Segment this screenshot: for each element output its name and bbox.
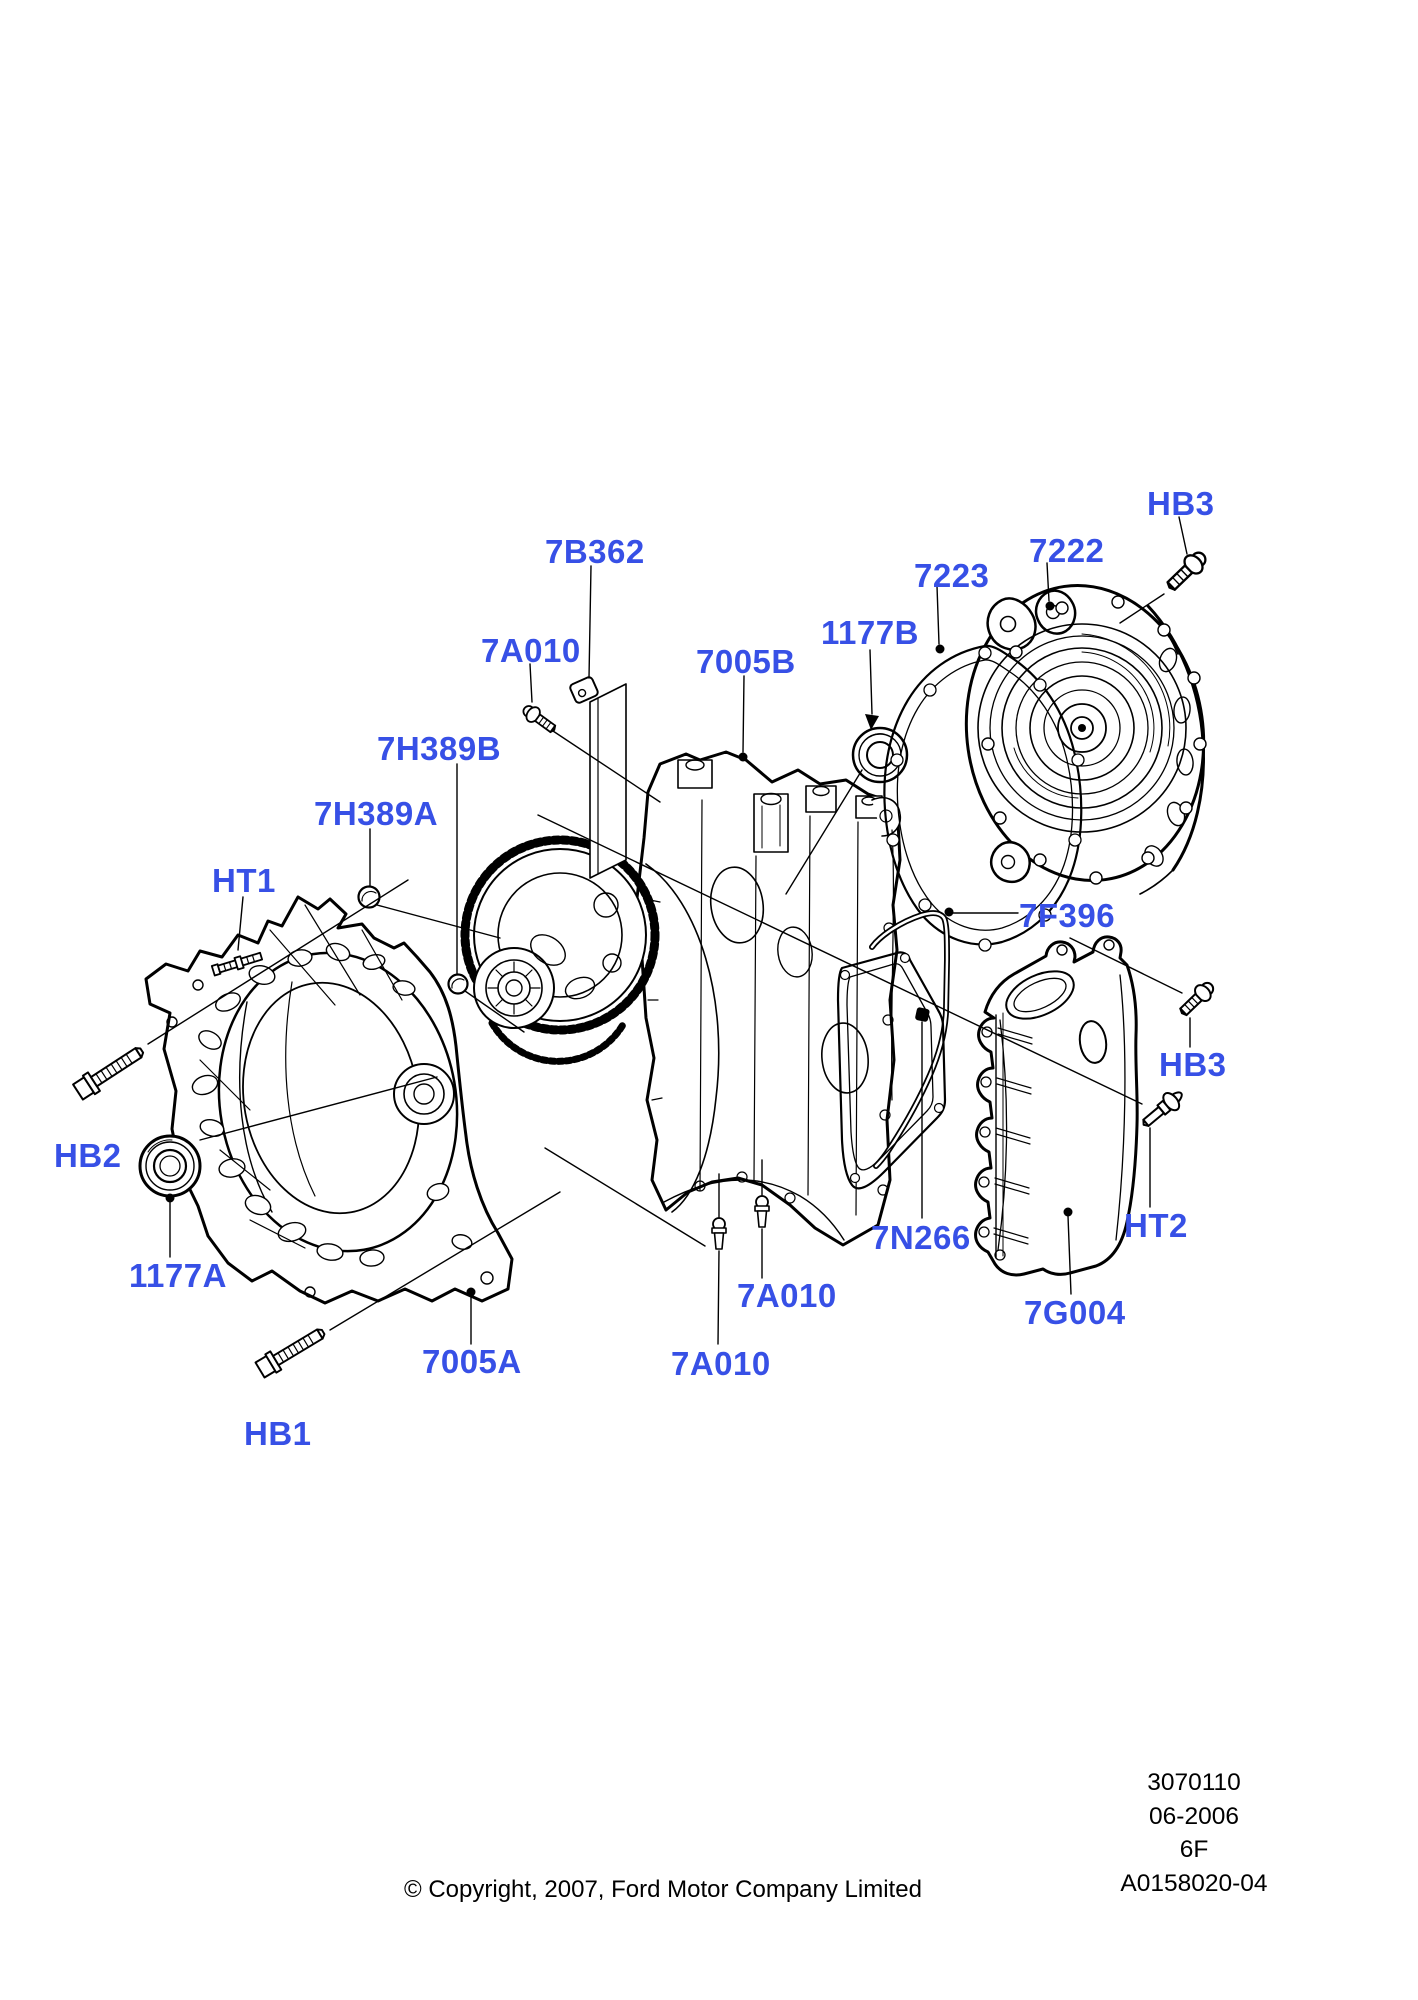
fastener-hb1-bolt: [253, 1321, 330, 1381]
callout-7f396: 7F396: [1019, 897, 1116, 934]
callout-hb3-top: HB3: [1147, 485, 1215, 522]
callout-7a010-low: 7A010: [671, 1345, 771, 1382]
part-7b362-plate: [589, 683, 627, 879]
fastener-7a010-stud-low: [711, 1217, 727, 1250]
callout-1177a: 1177A: [129, 1257, 227, 1294]
fastener-hb3-right-bolt: [1174, 977, 1219, 1021]
fastener-hb2-bolt: [71, 1040, 149, 1103]
callout-hb1: HB1: [244, 1415, 312, 1452]
doc-number: 3070110: [1147, 1769, 1241, 1796]
callout-7h389b: 7H389B: [377, 730, 502, 767]
fastener-ht2-stud: [1142, 1091, 1183, 1127]
callout-7a010-top: 7A010: [481, 632, 581, 669]
part-7005b-transaxle-case: [635, 750, 902, 1247]
callout-7g004: 7G004: [1024, 1294, 1126, 1331]
callout-7h389a: 7H389A: [314, 795, 439, 832]
callout-ht2: HT2: [1124, 1207, 1188, 1244]
callout-1177b: 1177B: [821, 614, 919, 651]
callout-7005b: 7005B: [696, 643, 796, 680]
part-1177a-seal: [138, 1134, 202, 1198]
document-info-block: 3070110 06-2006 6F A0158020-04: [1044, 1766, 1344, 1900]
callout-7222: 7222: [1029, 532, 1105, 569]
callout-7005a: 7005A: [422, 1343, 522, 1380]
revision-date: 06-2006: [1149, 1802, 1239, 1830]
callout-7223: 7223: [914, 557, 990, 594]
cover-bolt-pins: [993, 1027, 1033, 1245]
fastener-7b362-clip: [569, 676, 599, 704]
callout-hb2: HB2: [54, 1137, 122, 1174]
copyright-notice: © Copyright, 2007, Ford Motor Company Li…: [404, 1876, 922, 1903]
part-7n266-gasket: [836, 951, 947, 1190]
leader-dots: [165, 601, 1073, 1297]
fastener-ht1-stud: [210, 951, 264, 977]
callout-7b362: 7B362: [545, 533, 645, 570]
callout-7a010-mid: 7A010: [737, 1277, 837, 1314]
fastener-hb3-top-bolt: [1161, 546, 1212, 597]
figure-ref: A0158020-04: [1120, 1869, 1268, 1897]
part-7223-gasket: [883, 644, 1085, 952]
transmission-code: 6F: [1179, 1836, 1209, 1863]
callout-ht1: HT1: [212, 862, 276, 899]
leader-lines: [147, 516, 1191, 1345]
callout-7n266: 7N266: [871, 1219, 971, 1256]
fastener-7h389b-plug: [447, 973, 469, 995]
part-7222-case-cover: [964, 584, 1207, 895]
callout-hb3-right: HB3: [1159, 1046, 1227, 1083]
fastener-7h389a-plug: [357, 885, 381, 909]
fastener-7a010-stud-mid: [754, 1195, 770, 1228]
part-7g004-valve-body-cover: [974, 935, 1139, 1277]
part-gear-train: [460, 835, 660, 1065]
